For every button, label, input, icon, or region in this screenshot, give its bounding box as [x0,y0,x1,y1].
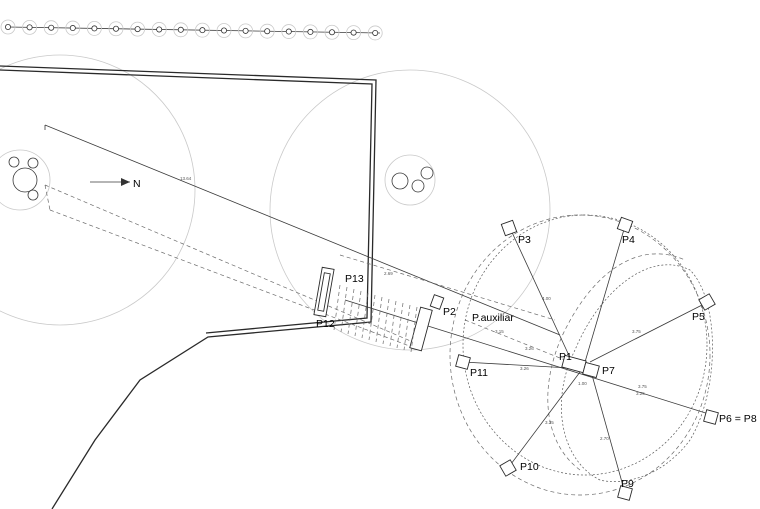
row-circle [134,26,141,33]
stair-step-line [333,284,341,331]
row-circle [285,28,292,35]
row-circle-outline [65,20,81,36]
label-p13: P13 [345,273,364,285]
row-circle-outline [151,22,167,37]
row-circle [5,23,11,30]
row-circle-outline [259,23,275,39]
label-p2: P2 [443,306,456,318]
dim-p6-a: 3.75 [638,384,647,389]
row-circle-outline [346,25,362,40]
row-circle [48,24,55,31]
row-circle [350,29,357,36]
label-p6: P6 = P8 [719,413,757,425]
radial-lines: 4.00 3.75 3.25 2.70 1.00 [507,225,709,494]
circle-row [0,19,383,41]
label-p10: P10 [520,461,539,473]
north-label: N [133,178,141,190]
row-circle-outline [173,22,189,38]
label-p4: P4 [622,234,635,246]
row-circle [69,25,76,32]
label-p12: P12 [316,318,335,330]
row-circle-outline [281,24,297,39]
stair-step-line [382,298,390,345]
stair-step-line [361,292,369,339]
row-circle-outline [367,25,383,41]
label-p5: P5 [692,311,705,323]
stair-step-line [403,304,411,351]
row-circle [264,28,271,35]
label-p7: P7 [602,365,615,377]
dim-aux-left: 3.15 [495,329,504,334]
tree-right-symbol [391,166,434,193]
row-circle [199,27,206,34]
row-circle-outline [0,19,16,35]
dim-p1-line: 3.26 [525,346,534,351]
stair-step-line [354,290,362,337]
row-circle-outline [130,21,146,37]
stair-step-line [410,306,418,353]
stair-step-line [396,302,404,349]
label-p9: P9 [621,478,634,490]
stair-step-line [368,294,376,341]
dim-p11-line: 3.26 [520,366,529,371]
row-circle-outline [22,19,38,35]
dim-p10-line: 3.25 [545,420,554,425]
row-circle-outline [324,24,340,40]
row-circle [328,29,335,36]
label-p3: P3 [518,234,531,246]
row-circle-outline [87,20,102,36]
label-p11: P11 [470,367,488,379]
row-circle [113,25,120,32]
dim-p9-line: 2.70 [600,436,609,441]
row-circle-outline [238,23,254,39]
building-outline [0,65,377,509]
circular-path [449,214,713,496]
row-circle [177,26,184,33]
stair-step-line [340,286,348,333]
row-circle-outline [194,22,210,38]
stair-step-line [389,300,397,347]
dim-p1-p7: 1.00 [578,381,587,386]
post-markers [313,216,719,501]
dim-p5-line: 3.75 [632,329,641,334]
north-arrow: N [90,178,141,190]
tree-left-symbol [8,156,39,201]
dim-p2-aux: 2.69 [384,271,393,276]
dim-long-line: 13.64 [180,176,192,181]
row-circle [372,29,379,36]
row-circle [307,28,314,35]
row-circle [156,26,163,33]
stair-step-line [347,288,355,335]
row-circle-outline [108,21,124,37]
row-circle [242,27,249,34]
point-labels: P3 P4 P5 P6 = P8 P1 P7 P9 P10 P11 P2 P13… [316,234,757,490]
stair-step-line [375,296,383,343]
row-circle-outline [216,23,232,38]
background-circles [0,54,551,351]
label-p1: P1 [559,351,572,363]
dim-p3-line: 4.00 [542,296,551,301]
row-circle [91,25,98,32]
reference-lines: 13.64 2.69 3.15 3.26 3.75 3.25 3.26 [44,124,713,416]
dim-p6-b: 3.25 [636,391,645,396]
stair-hatching [333,284,418,353]
row-circle-outline [302,24,318,40]
row-circle-outline [43,20,59,36]
row-circle [26,24,33,31]
row-circle [220,27,227,34]
label-aux: P.auxiliar [472,312,514,324]
